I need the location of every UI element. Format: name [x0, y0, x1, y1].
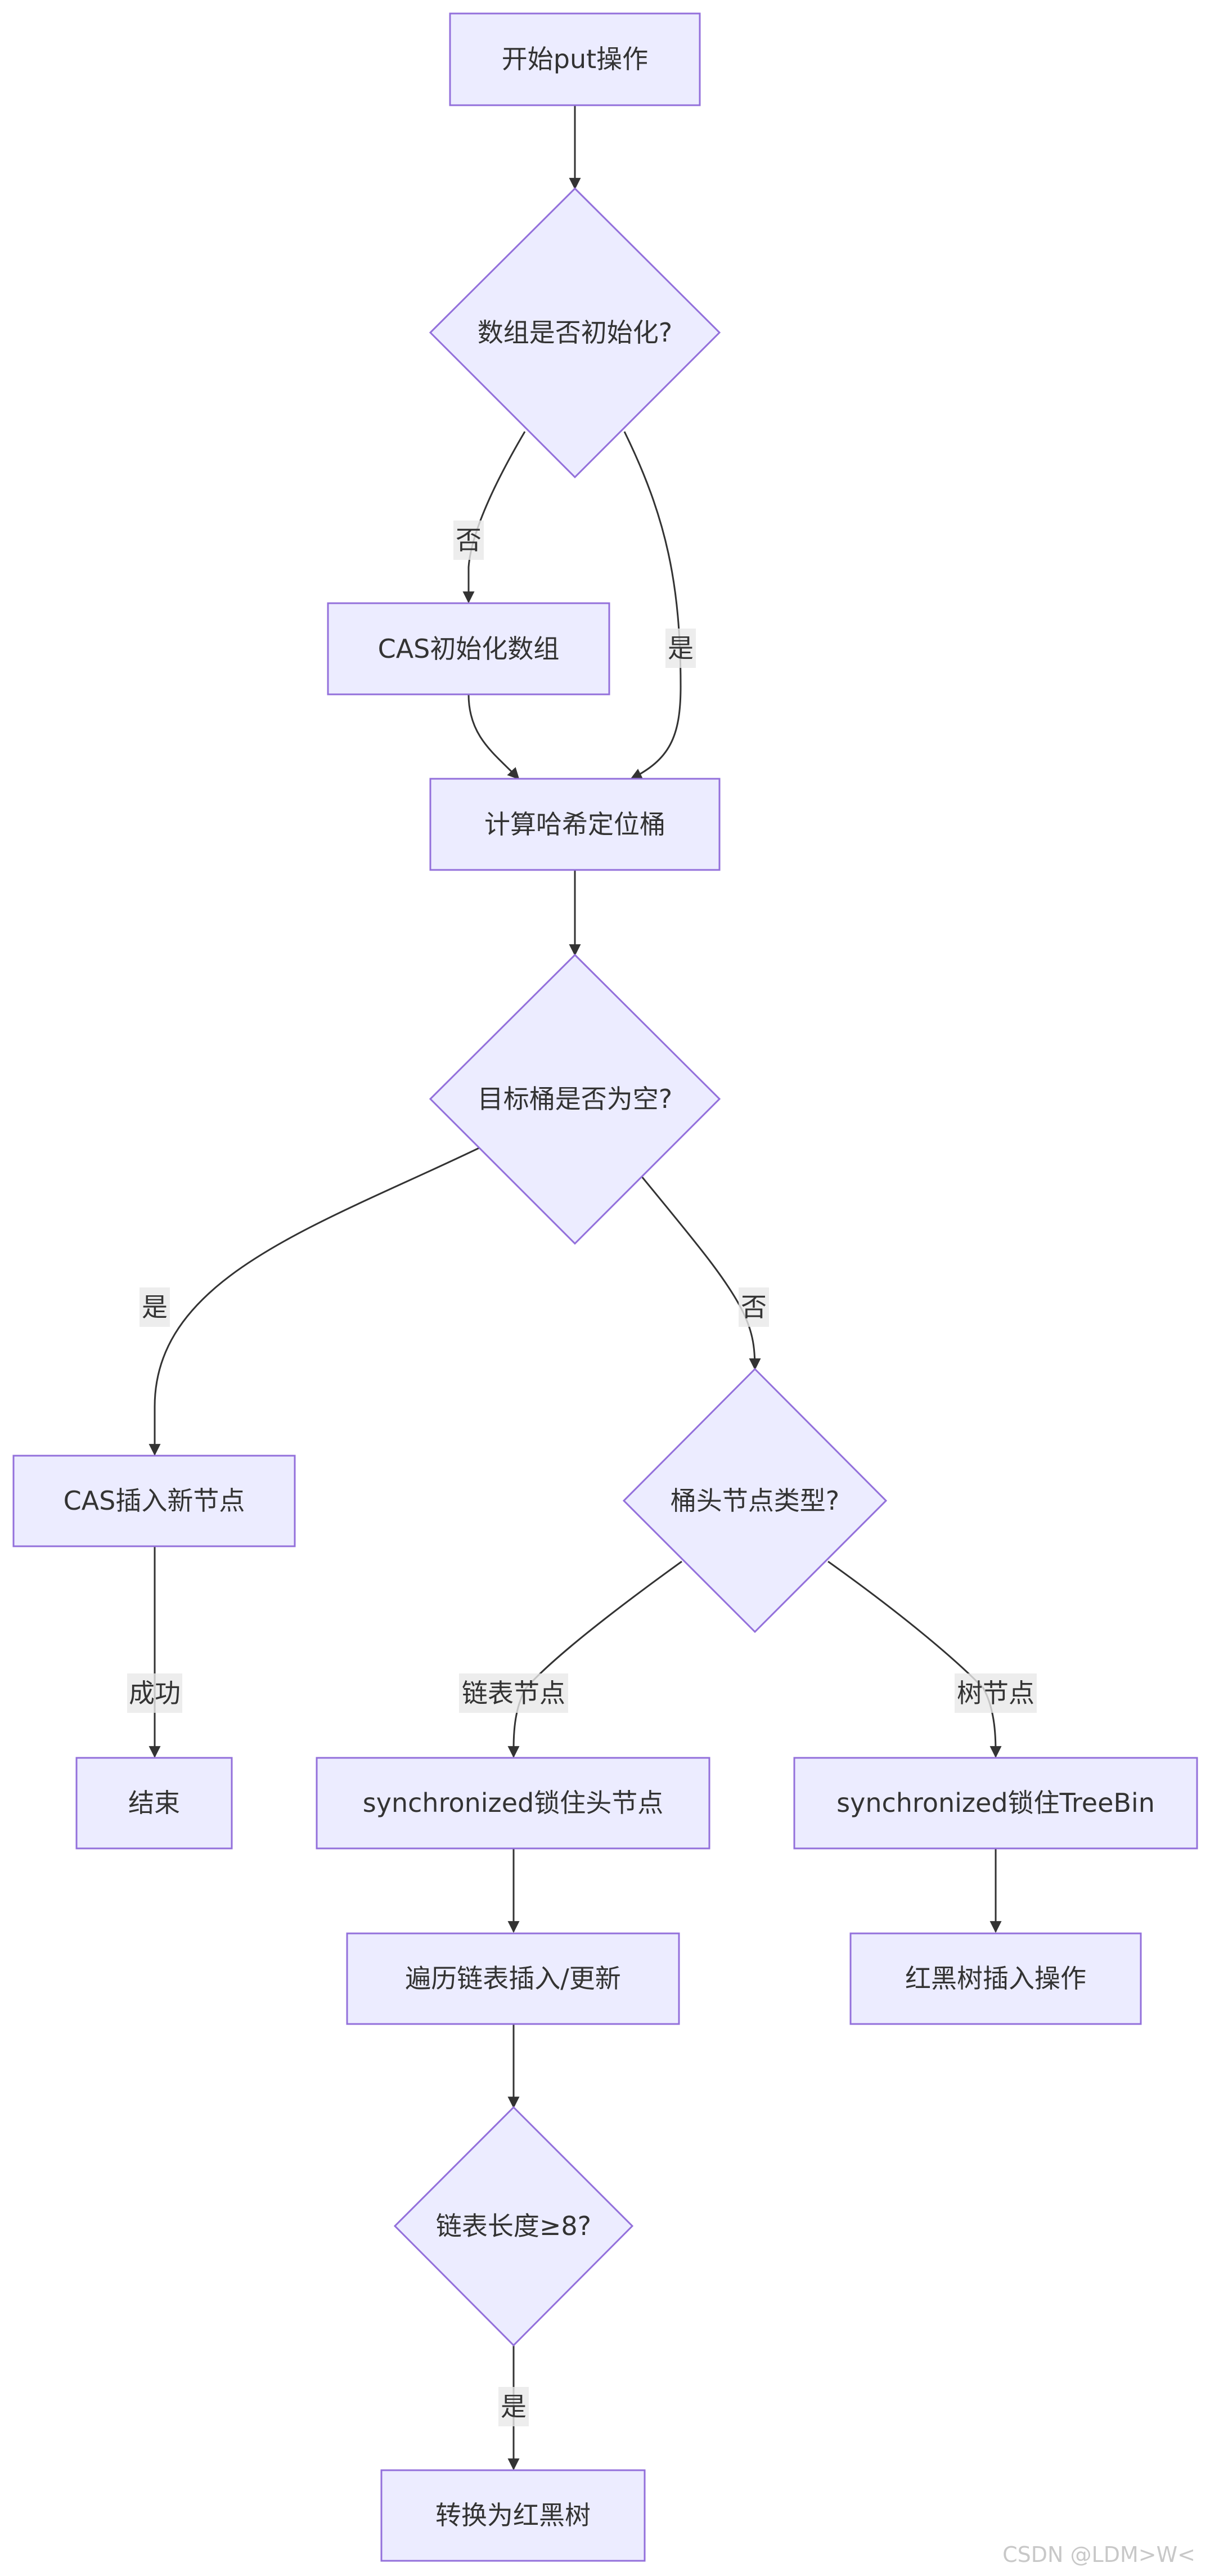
- svg-text:红黑树插入操作: 红黑树插入操作: [905, 1963, 1086, 1994]
- svg-text:是: 是: [501, 2391, 527, 2422]
- node-sync-lock-head: synchronized锁住头节点: [316, 1757, 710, 1850]
- node-cas-init-array: CAS初始化数组: [327, 602, 610, 695]
- svg-text:链表节点: 链表节点: [462, 1678, 565, 1708]
- svg-text:树节点: 树节点: [957, 1678, 1034, 1708]
- node-traverse-list: 遍历链表插入/更新: [346, 1932, 680, 2025]
- svg-text:成功: 成功: [129, 1678, 181, 1708]
- svg-text:synchronized锁住TreeBin: synchronized锁住TreeBin: [836, 1788, 1155, 1818]
- node-compute-hash: 计算哈希定位桶: [429, 778, 721, 871]
- svg-text:计算哈希定位桶: 计算哈希定位桶: [484, 809, 665, 840]
- node-head-node-type-check: 桶头节点类型?: [622, 1367, 888, 1633]
- svg-text:否: 否: [456, 525, 482, 555]
- edge-array-check-yes: [623, 431, 682, 780]
- edge-label-no-init: 否: [453, 520, 484, 560]
- svg-text:转换为红黑树: 转换为红黑树: [435, 2500, 591, 2530]
- edge-label-no-empty: 否: [739, 1287, 769, 1327]
- edge-label-yes-length: 是: [498, 2387, 529, 2426]
- node-rb-tree-insert: 红黑树插入操作: [849, 1932, 1142, 2025]
- edge-head-type-tree-node: [827, 1560, 1002, 1758]
- svg-text:是: 是: [142, 1292, 168, 1322]
- edge-label-linked-list: 链表节点: [459, 1673, 568, 1713]
- node-end: 结束: [75, 1757, 233, 1850]
- svg-text:synchronized锁住头节点: synchronized锁住头节点: [363, 1788, 663, 1818]
- node-list-length-check: 链表长度≥8?: [393, 2106, 634, 2347]
- svg-text:桶头节点类型?: 桶头节点类型?: [671, 1486, 839, 1516]
- edge-label-success: 成功: [127, 1673, 182, 1713]
- svg-text:遍历链表插入/更新: 遍历链表插入/更新: [405, 1963, 621, 1994]
- svg-text:结束: 结束: [128, 1788, 180, 1818]
- edge-array-check-no: [462, 431, 526, 604]
- edge-bucket-check-yes: [149, 1147, 480, 1456]
- svg-text:否: 否: [741, 1292, 767, 1322]
- edge-cas-init-to-compute-hash: [467, 694, 520, 780]
- node-bucket-empty-check: 目标桶是否为空?: [429, 953, 721, 1245]
- svg-text:目标桶是否为空?: 目标桶是否为空?: [478, 1084, 672, 1114]
- node-convert-rb-tree: 转换为红黑树: [380, 2469, 646, 2562]
- svg-text:是: 是: [668, 633, 694, 663]
- edge-label-yes-empty: 是: [140, 1287, 170, 1327]
- svg-text:CAS初始化数组: CAS初始化数组: [378, 634, 560, 664]
- svg-text:链表长度≥8?: 链表长度≥8?: [436, 2211, 591, 2241]
- edge-label-yes-init: 是: [665, 629, 696, 668]
- edge-head-type-linked-list: [507, 1560, 682, 1758]
- node-cas-insert-node: CAS插入新节点: [12, 1455, 296, 1547]
- svg-text:CAS插入新节点: CAS插入新节点: [64, 1486, 245, 1516]
- node-sync-lock-treebin: synchronized锁住TreeBin: [793, 1757, 1198, 1850]
- edge-label-tree-node: 树节点: [955, 1673, 1037, 1713]
- svg-text:数组是否初始化?: 数组是否初始化?: [478, 317, 672, 348]
- watermark: CSDN @LDM>W<: [1002, 2542, 1195, 2567]
- svg-text:开始put操作: 开始put操作: [502, 44, 648, 74]
- edge-bucket-check-no: [640, 1175, 761, 1371]
- node-start: 开始put操作: [449, 12, 701, 106]
- node-array-init-check: 数组是否初始化?: [429, 187, 721, 479]
